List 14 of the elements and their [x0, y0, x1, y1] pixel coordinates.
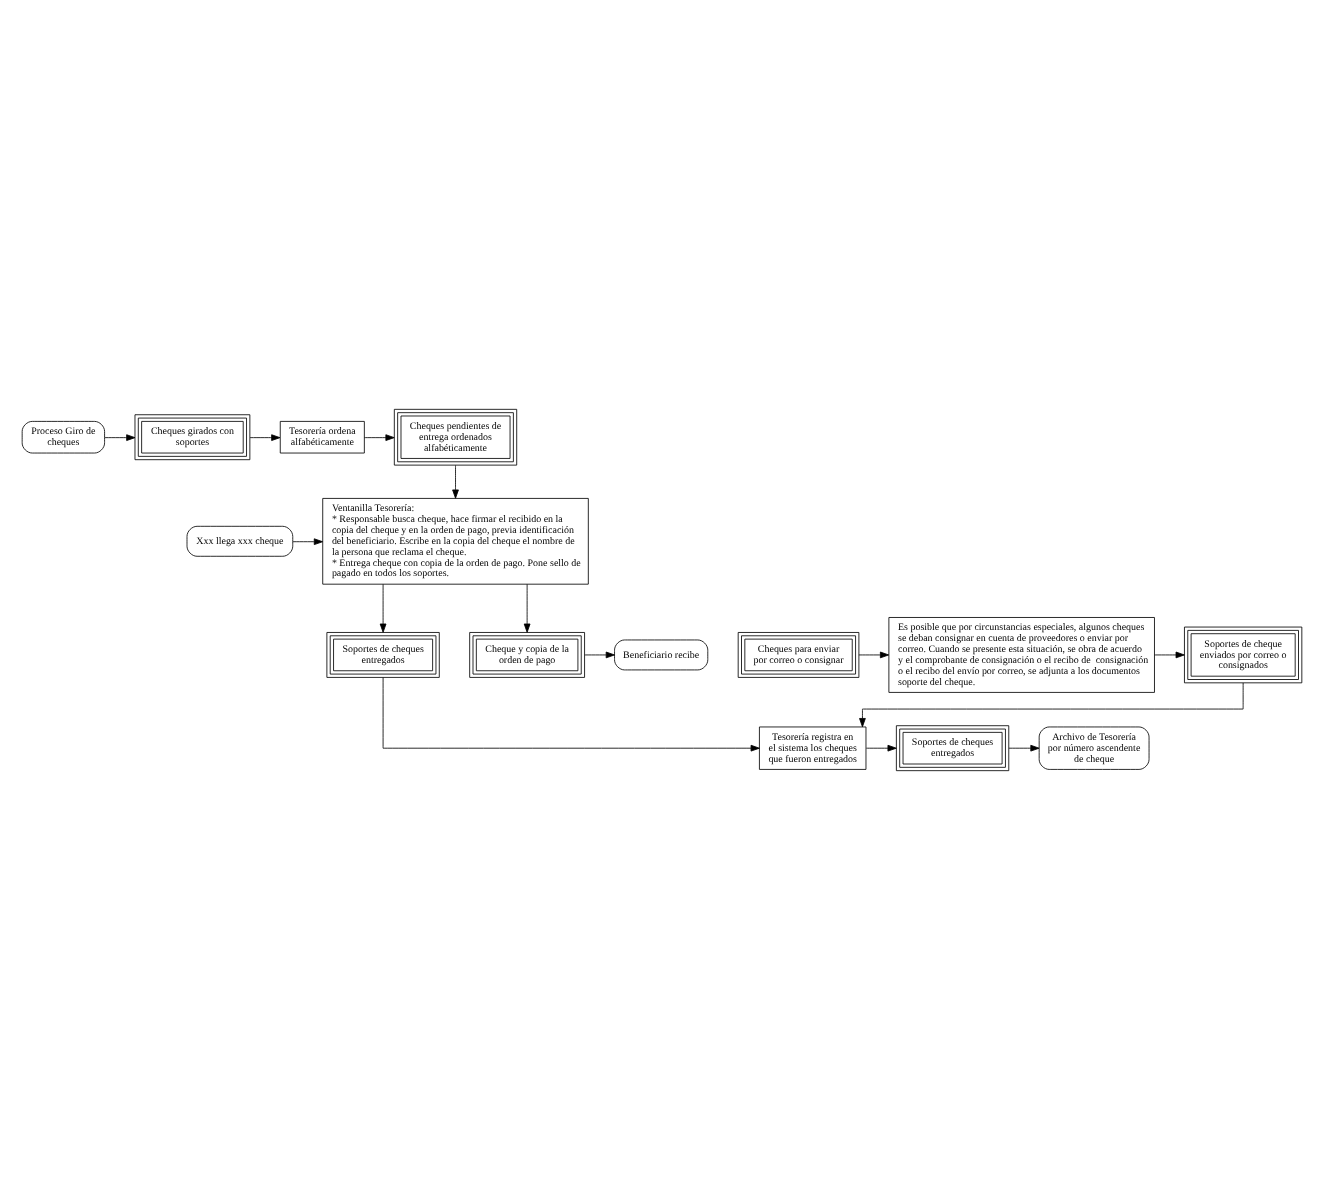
arrow [1008, 744, 1040, 752]
arrow [364, 434, 395, 441]
arrow [584, 651, 615, 659]
arrow [865, 744, 897, 752]
arrow [859, 682, 1244, 728]
arrow [382, 677, 760, 752]
arrow [452, 464, 459, 499]
arrow [379, 583, 387, 633]
arrow [249, 434, 281, 441]
arrow [1154, 651, 1185, 659]
arrow [104, 434, 136, 441]
arrow [858, 651, 890, 659]
arrow [292, 538, 323, 546]
arrow [523, 583, 531, 633]
